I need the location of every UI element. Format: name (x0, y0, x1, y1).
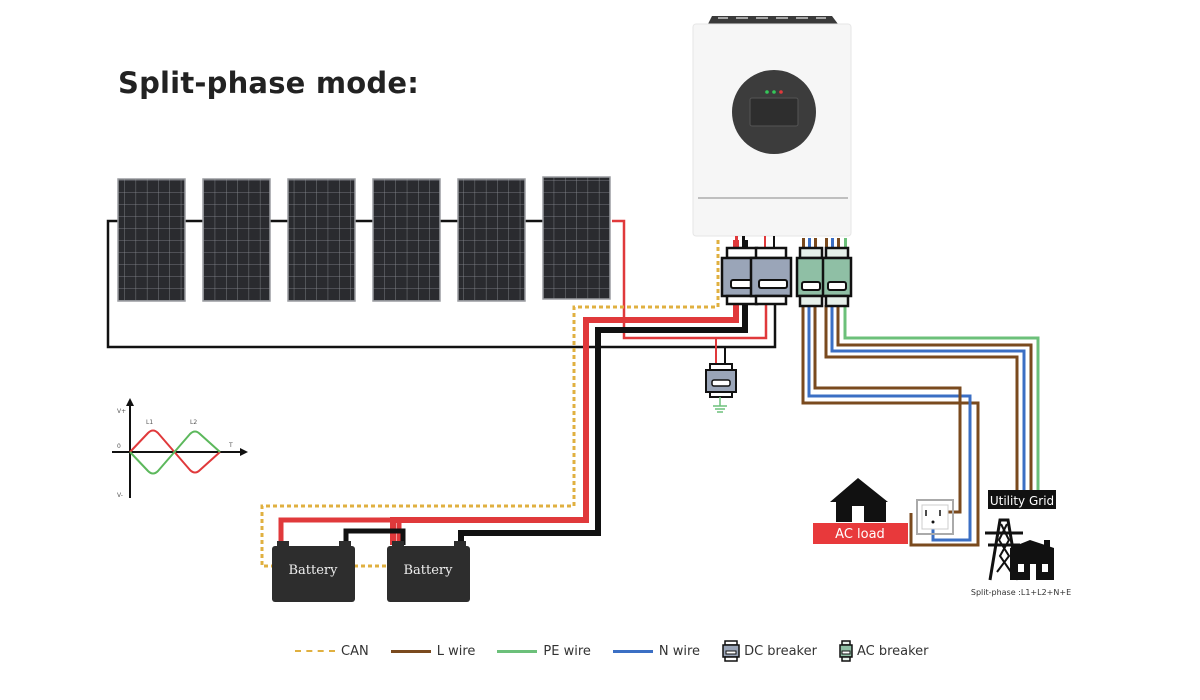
solar-panel (457, 178, 526, 302)
battery-label: Battery (288, 563, 338, 578)
dc-breaker-battery[interactable] (749, 246, 793, 306)
axis-label-vminus: V- (117, 492, 123, 499)
battery-negative-wire (458, 240, 748, 545)
pv-string-wiring (106, 219, 777, 349)
ac-load-label-box: AC load (813, 523, 908, 544)
can-wire (260, 240, 720, 568)
legend-item-can: CAN (295, 644, 369, 659)
legend-label: CAN (341, 643, 369, 659)
utility-grid-label: Utility Grid (990, 494, 1054, 508)
battery-negative-wire-2 (343, 528, 406, 545)
legend-label: DC breaker (744, 643, 817, 659)
axis-label-origin: 0 (117, 443, 121, 450)
waveform-l2 (129, 430, 221, 475)
house-icon (830, 478, 888, 522)
legend-item-n-wire: N wire (612, 643, 701, 659)
dc-breaker-ground[interactable] (705, 363, 737, 398)
inverter (692, 16, 852, 250)
ac-breaker-load[interactable] (795, 246, 827, 308)
page-title: Split-phase mode: (118, 66, 419, 100)
legend-label: PE wire (543, 643, 591, 659)
battery-1: Battery (272, 541, 355, 602)
solar-panel (117, 178, 186, 302)
grid-house-icon (1010, 540, 1054, 580)
solar-panel (372, 178, 441, 302)
legend-item-ac-breaker: AC breaker (839, 640, 929, 662)
axis-label-t: T (228, 442, 233, 449)
ac-breaker-icon (839, 640, 853, 662)
legend-item-pe-wire: PE wire (497, 644, 591, 659)
legend-label: N wire (658, 643, 701, 659)
status-led (772, 90, 776, 94)
solar-panel (202, 178, 271, 302)
axis-label-vplus: V+ (117, 408, 126, 415)
solar-panel (287, 178, 356, 302)
solar-panel (542, 176, 611, 300)
battery-label: Battery (403, 563, 453, 578)
legend-label: L wire (436, 643, 476, 659)
legend-item-l-wire: L wire (390, 643, 476, 659)
dc-breaker-icon (722, 640, 740, 662)
ground-icon (713, 397, 727, 413)
battery-2: Battery (387, 541, 470, 602)
series-label-l2: L2 (190, 419, 197, 426)
legend-label: AC breaker (856, 643, 929, 659)
ac-breaker-grid[interactable] (821, 246, 853, 308)
utility-grid-label-box: Utility Grid (988, 490, 1056, 509)
battery-positive-wire (390, 240, 739, 545)
split-phase-waveform: V+ V- 0 T L1 L2 (112, 398, 248, 499)
grid-caption: Split-phase :L1+L2+N+E (971, 588, 1071, 597)
legend-item-dc-breaker: DC breaker (722, 640, 817, 662)
distribution-box (916, 499, 954, 535)
grid-wiring (824, 305, 1040, 492)
series-label-l1: L1 (146, 419, 153, 426)
ac-load-wiring (801, 305, 980, 547)
solar-panel-array (117, 176, 611, 302)
ac-load-label: AC load (835, 527, 885, 542)
legend: CAN L wire PE wire N wire DC breaker AC … (295, 640, 951, 662)
status-led (779, 90, 783, 94)
status-led (765, 90, 769, 94)
